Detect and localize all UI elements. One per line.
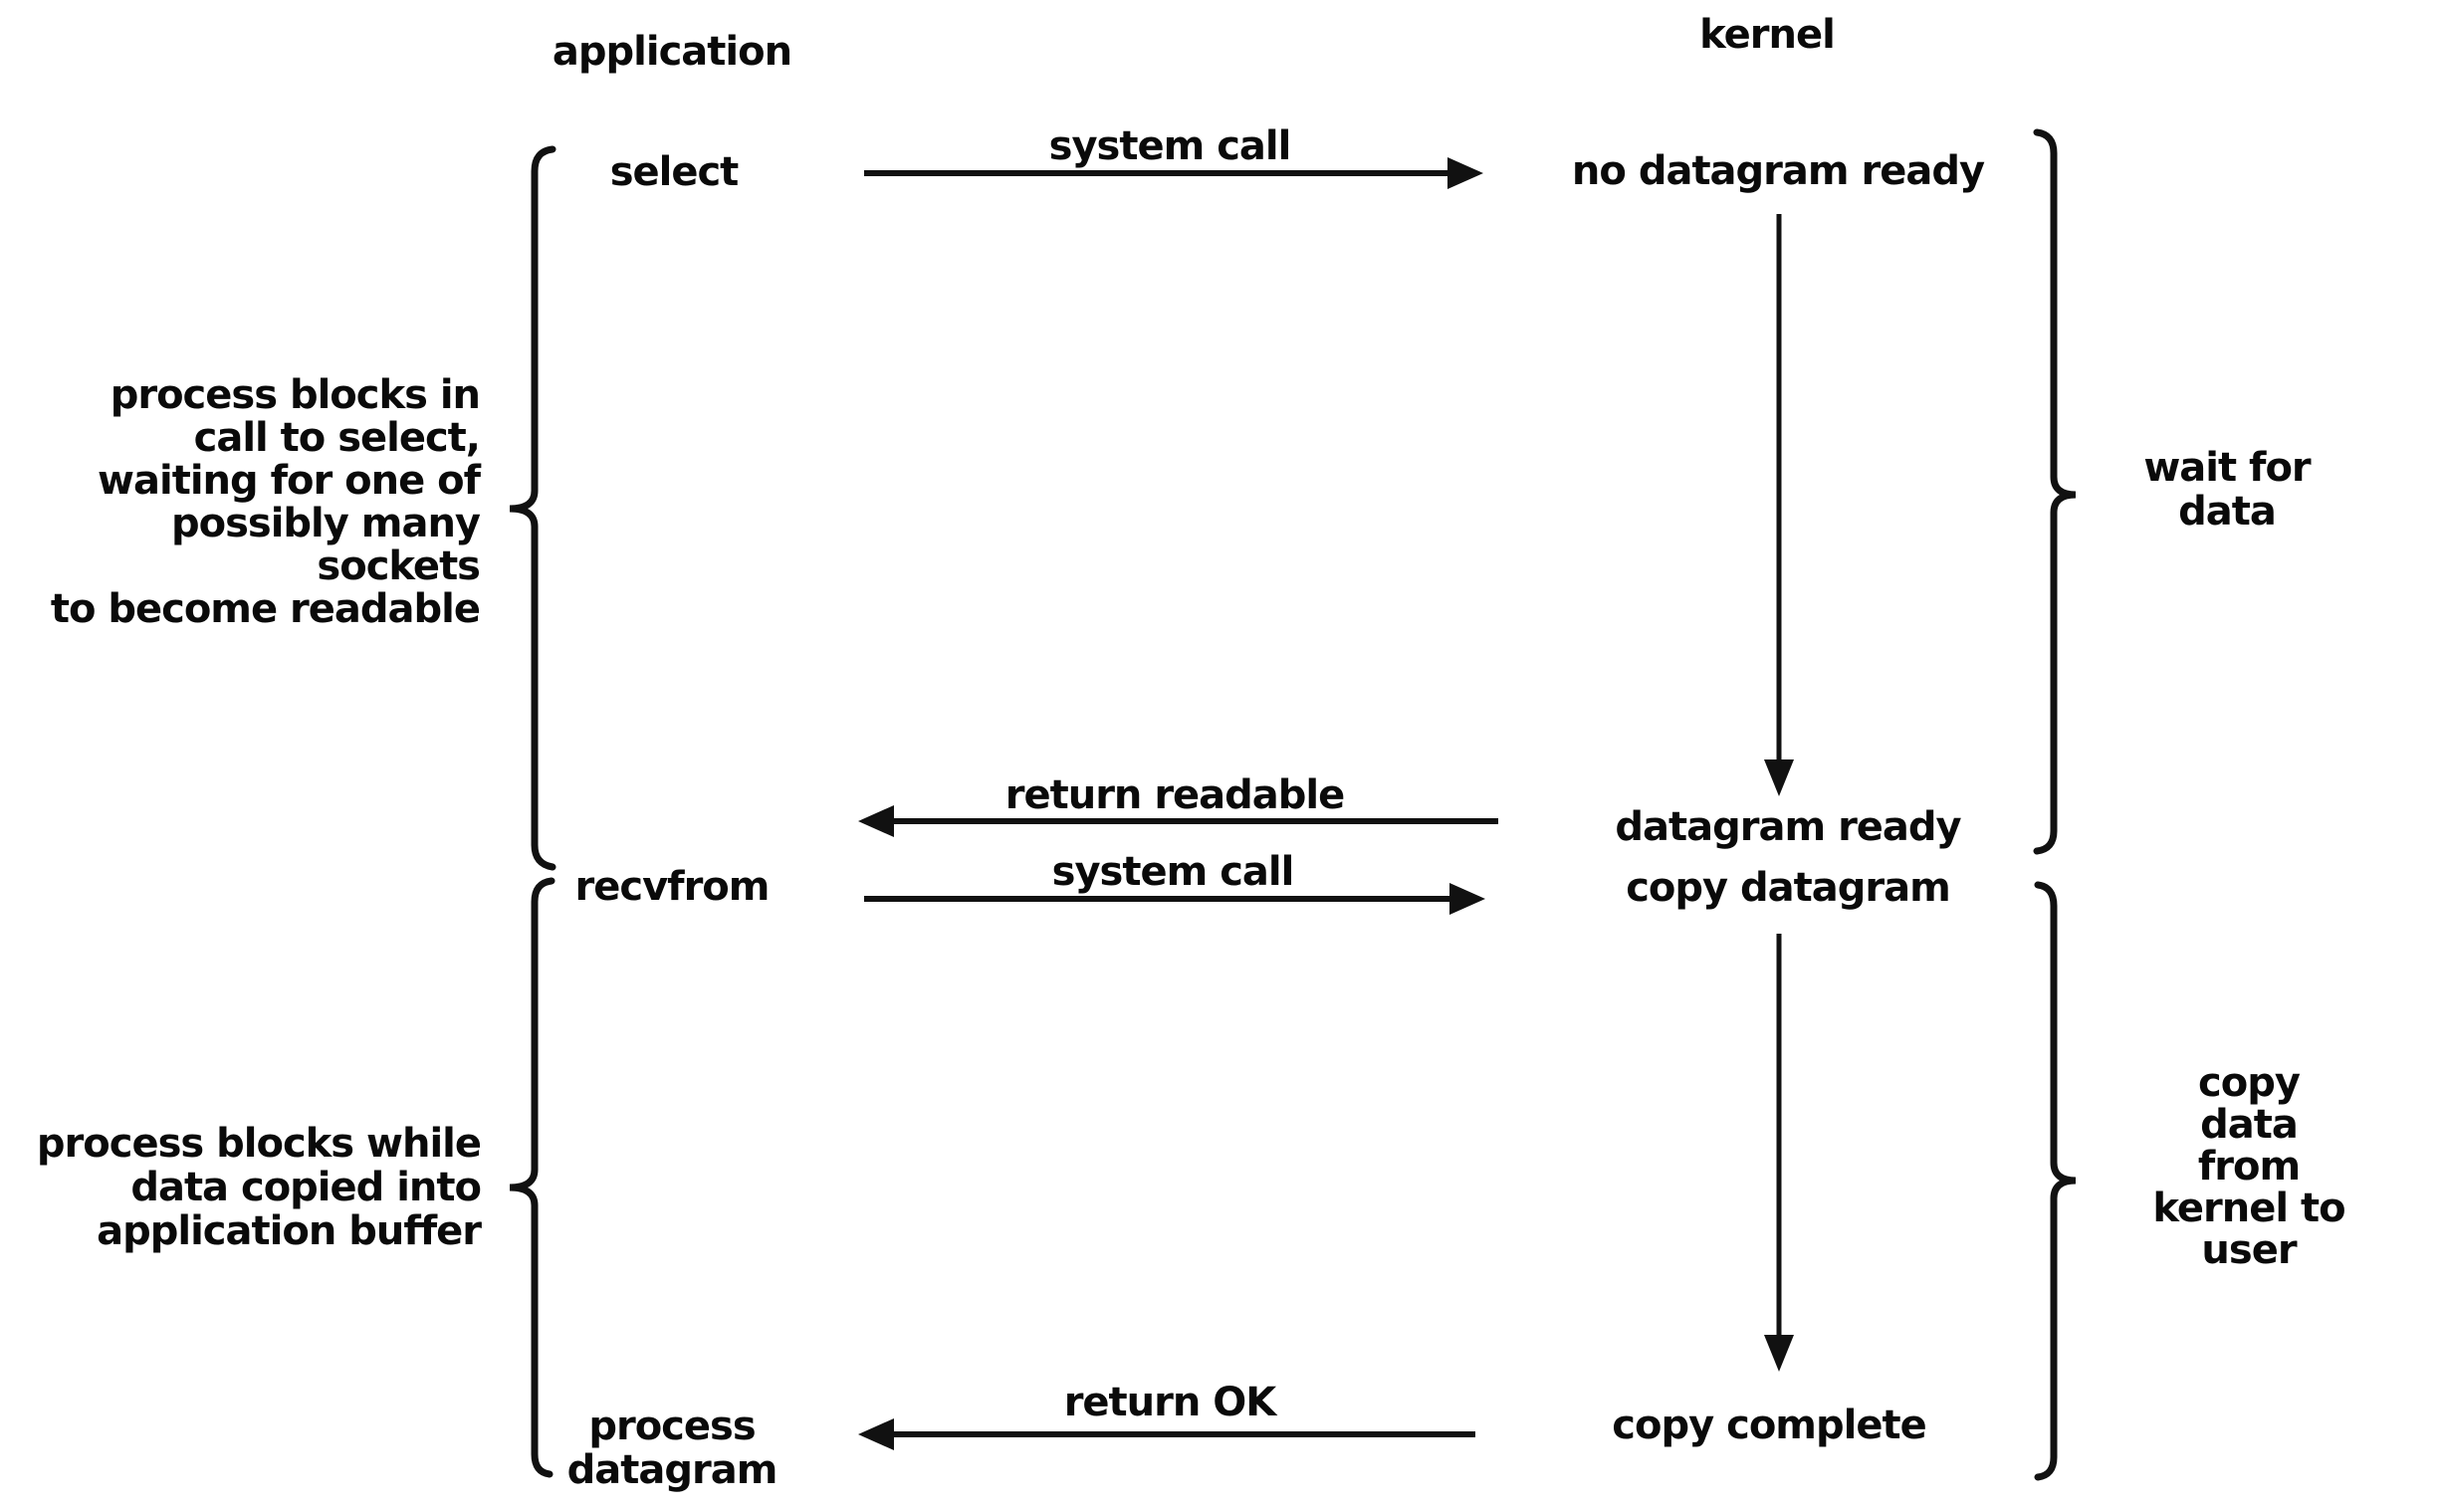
node-process-datagram: process datagram [566, 1404, 778, 1493]
annotation-select-blocking: process blocks in call to select, waitin… [50, 372, 481, 632]
system-call-2-arrow [864, 883, 1485, 915]
left-brace-recvfrom-block [509, 877, 555, 1478]
arrow-label-return-ok: return OK [1063, 1380, 1277, 1425]
annotation-recvfrom-blocking: process blocks while data copied into ap… [36, 1121, 482, 1254]
kernel-copy-progress-arrow [1764, 934, 1794, 1372]
right-brace-wait-for-data [2033, 128, 2077, 855]
application-column-header: application [552, 29, 792, 75]
annotation-wait-for-data: wait for data [2143, 445, 2311, 535]
node-no-datagram-ready: no datagram ready [1571, 148, 1985, 194]
kernel-wait-progress-arrow [1764, 214, 1794, 796]
arrow-label-system-call-2: system call [1051, 849, 1295, 895]
system-call-1-arrow [864, 157, 1483, 189]
kernel-column-header: kernel [1699, 12, 1836, 58]
return-readable-arrow [858, 805, 1498, 837]
node-copy-datagram: copy datagram [1626, 865, 1951, 911]
right-brace-copy-data [2034, 881, 2077, 1481]
return-ok-arrow [858, 1418, 1475, 1450]
left-brace-select-block [509, 145, 556, 871]
node-select: select [609, 149, 740, 195]
arrow-label-return-readable: return readable [1004, 772, 1346, 818]
node-recvfrom: recvfrom [574, 864, 771, 910]
node-copy-complete: copy complete [1612, 1403, 1926, 1448]
arrow-label-system-call-1: system call [1048, 123, 1292, 169]
annotation-copy-data: copy data from kernel to user [2152, 1060, 2345, 1273]
node-datagram-ready: datagram ready [1615, 804, 1961, 850]
